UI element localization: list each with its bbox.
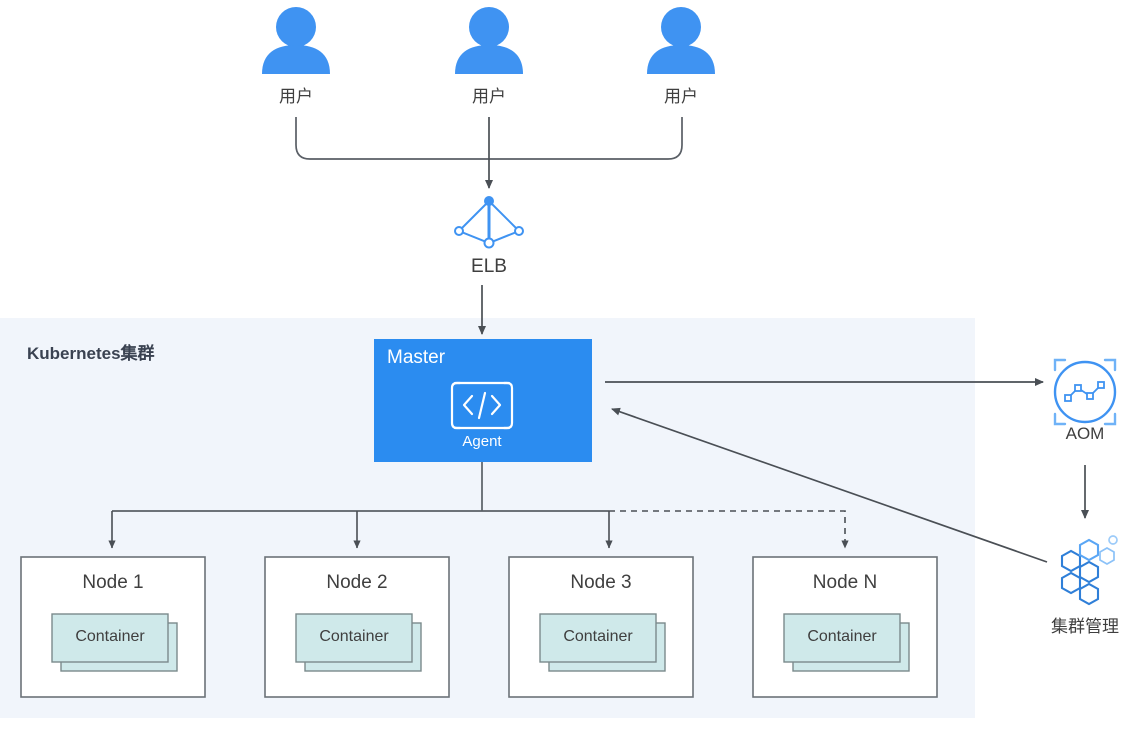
container-label: Container — [807, 628, 877, 645]
user-label: 用户 — [664, 87, 698, 106]
user-icon — [647, 7, 715, 74]
node-n-dashed-bus — [609, 510, 849, 549]
container-label: Container — [75, 628, 145, 645]
aom-monitor-icon — [1053, 358, 1117, 426]
master-title: Master — [387, 347, 446, 368]
node-label: Node 1 — [82, 572, 144, 593]
container-label: Container — [319, 628, 389, 645]
cluster-management-icon — [1060, 535, 1118, 606]
agent-label: Agent — [462, 433, 502, 450]
node-label: Node 3 — [570, 572, 632, 593]
node-box[interactable] — [752, 556, 938, 698]
code-agent-icon — [450, 381, 514, 430]
node-box[interactable] — [264, 556, 450, 698]
cluster-management-to-master-arrow — [611, 407, 1048, 563]
node-box[interactable] — [508, 556, 694, 698]
cluster-management-label: 集群管理 — [1051, 617, 1119, 636]
user-icon — [262, 7, 330, 74]
user-icon — [455, 7, 523, 74]
node-box[interactable] — [20, 556, 206, 698]
node-label: Node 2 — [326, 572, 388, 593]
container-label: Container — [563, 628, 633, 645]
user-label: 用户 — [279, 87, 313, 106]
kubernetes-cluster-title: Kubernetes集群 — [27, 344, 155, 363]
elb-pyramid-icon — [454, 196, 524, 249]
aom-label: AOM — [1065, 424, 1105, 443]
node-label: Node N — [812, 572, 878, 593]
elb-label: ELB — [471, 256, 507, 277]
user-label: 用户 — [472, 87, 506, 106]
